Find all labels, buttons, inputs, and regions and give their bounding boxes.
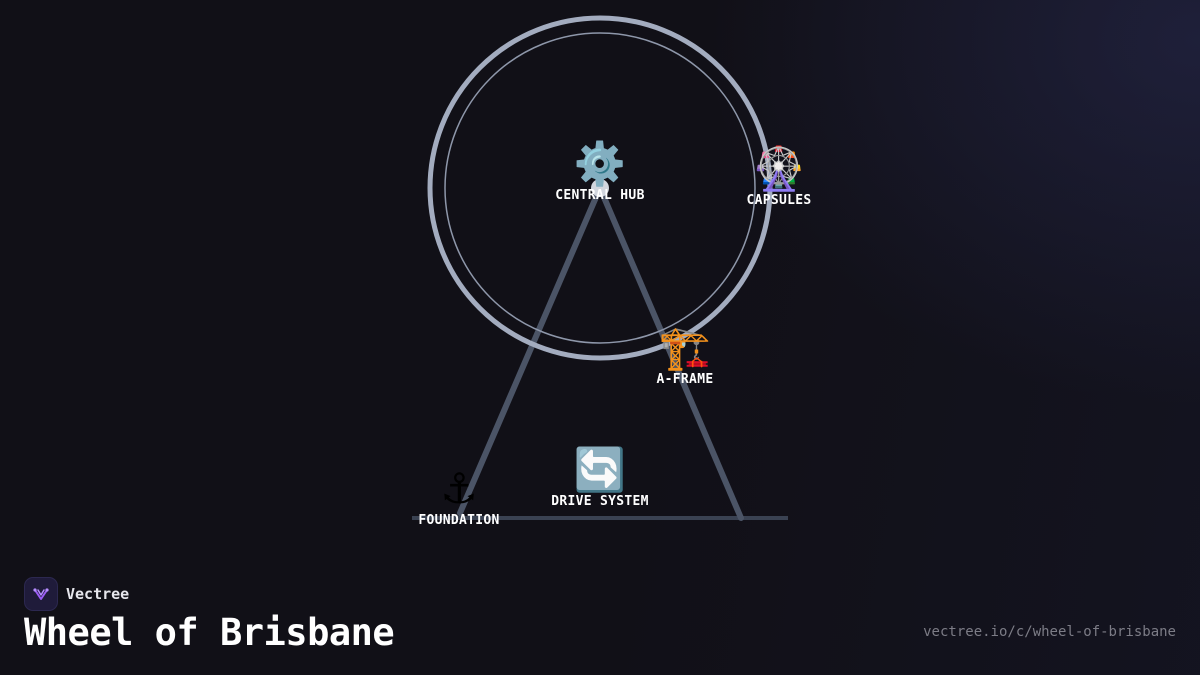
brand[interactable]: Vectree bbox=[24, 577, 129, 611]
node-label: DRIVE SYSTEM bbox=[551, 494, 649, 509]
rotation-arrows-icon: 🔄 bbox=[573, 445, 627, 494]
node-central-hub[interactable]: ⚙️ CENTRAL HUB bbox=[555, 139, 645, 204]
wheel-inner-rim bbox=[444, 32, 756, 344]
source-url-link[interactable]: vectree.io/c/wheel-of-brisbane bbox=[923, 624, 1176, 640]
node-label: CAPSULES bbox=[746, 193, 812, 208]
node-label: A-FRAME bbox=[656, 372, 714, 387]
a-frame-left-leg bbox=[457, 185, 603, 516]
node-label: CENTRAL HUB bbox=[555, 188, 645, 203]
vectree-logo-icon bbox=[24, 577, 58, 611]
node-a-frame[interactable]: 🏗️ A-FRAME bbox=[656, 323, 714, 388]
brand-name: Vectree bbox=[66, 585, 130, 603]
ferris-wheel-icon: 🎡 bbox=[752, 144, 806, 193]
node-foundation[interactable]: ⚓ FOUNDATION bbox=[418, 464, 500, 529]
wheel-outer-rim bbox=[427, 15, 773, 361]
node-capsules[interactable]: 🎡 CAPSULES bbox=[746, 144, 812, 209]
node-label: FOUNDATION bbox=[418, 513, 500, 528]
node-drive-system[interactable]: 🔄 DRIVE SYSTEM bbox=[551, 445, 649, 510]
hub-dot bbox=[591, 179, 609, 197]
page-title: Wheel of Brisbane bbox=[24, 611, 395, 654]
crane-icon: 🏗️ bbox=[658, 323, 712, 372]
a-frame-right-leg bbox=[597, 185, 744, 521]
anchor-icon: ⚓ bbox=[440, 464, 478, 513]
gear-icon: ⚙️ bbox=[573, 139, 627, 188]
